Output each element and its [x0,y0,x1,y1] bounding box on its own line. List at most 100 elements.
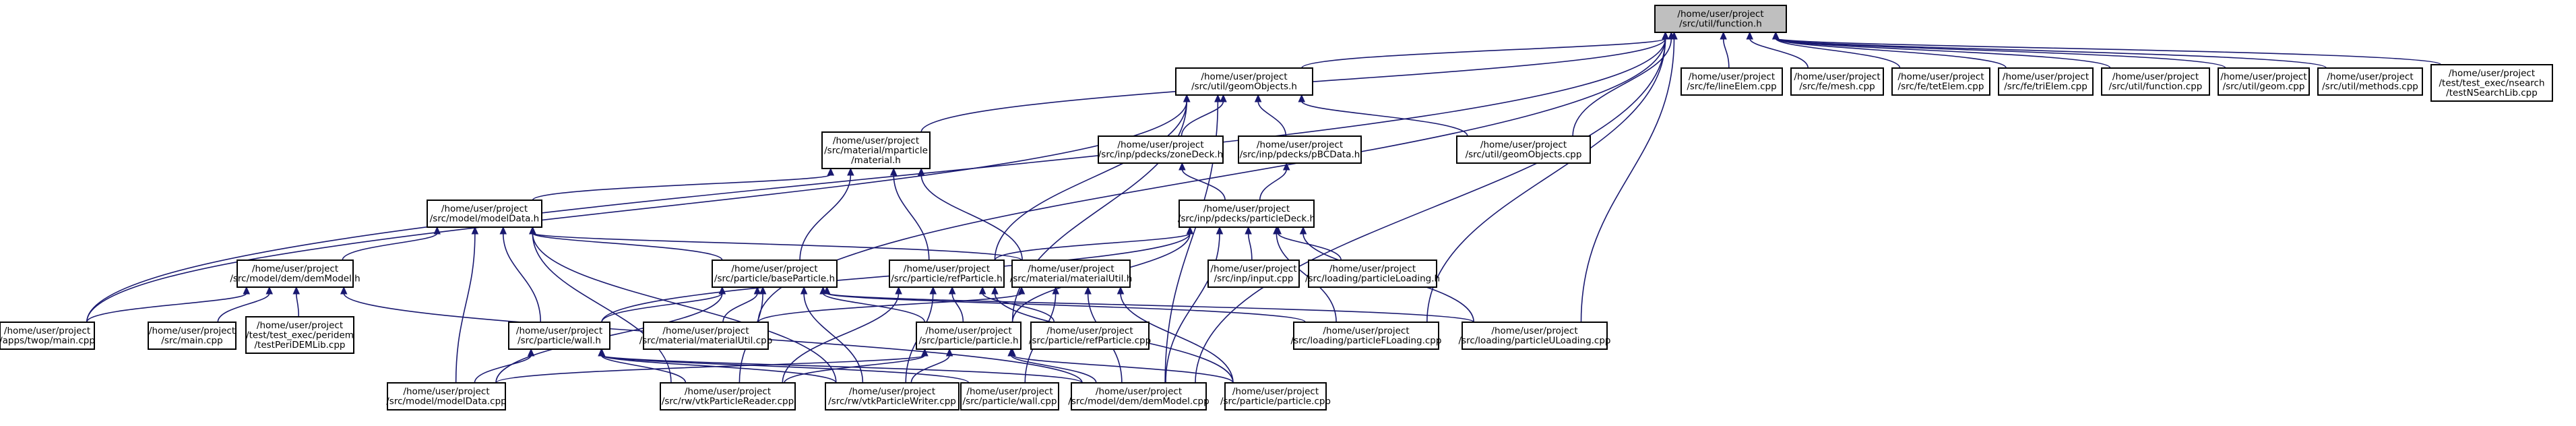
node-label-line: /home/user/project [403,386,489,397]
node-label-line: /testNSearchLib.cpp [2446,88,2538,98]
node-label-line: /home/user/project [1897,71,1984,82]
node-label-line: /src/fe/tetElem.cpp [1898,82,1984,92]
node-label-line: /src/util/geomObjects.h [1191,82,1297,92]
node-modelData-cpp[interactable]: /home/user/project/src/model/modelData.c… [386,382,507,410]
node-label-line: /home/user/project [516,326,602,336]
node-utilFunction-cpp[interactable]: /home/user/project/src/util/function.cpp [2101,67,2210,96]
node-label-line: /home/user/project [904,264,990,274]
edge-arrowhead [1179,162,1186,171]
node-geomObjects-h[interactable]: /home/user/project/src/util/geomObjects.… [1175,67,1313,96]
node-vtkParticleWriter-cpp[interactable]: /home/user/project/src/rw/vtkParticleWri… [825,382,960,410]
node-label-line: /src/material/mparticle [824,145,928,156]
node-feTriElem-cpp[interactable]: /home/user/project/src/fe/triElem.cpp [1998,67,2094,96]
edge-arrowhead [1009,348,1016,357]
node-label-line: /src/util/geom.cpp [2223,82,2305,92]
node-label-line: /home/user/project [1323,326,1409,336]
node-material-h[interactable]: /home/user/project/src/material/mparticl… [821,131,931,169]
node-label-line: /testPeriDEMLib.cpp [254,340,345,351]
node-particleDeck-h[interactable]: /home/user/project/src/inp/pdecks/partic… [1178,200,1315,228]
node-testNSearch-cpp[interactable]: /home/user/project/test/test_exec/nsearc… [2430,64,2553,102]
node-geomObjects-cpp[interactable]: /home/user/project/src/util/geomObjects.… [1456,135,1591,164]
node-box [1071,382,1207,410]
node-feLineElem-cpp[interactable]: /home/user/project/src/fe/lineElem.cpp [1680,67,1783,96]
edge-arrowhead [921,348,929,357]
node-label-line: /home/user/project [149,326,235,336]
node-box [1654,5,1787,33]
node-box [2430,64,2553,102]
node-refParticle-h[interactable]: /home/user/project/src/particle/refParti… [889,260,1005,288]
node-box [1456,135,1591,164]
node-materialUtil-cpp[interactable]: /home/user/project/src/material/material… [639,322,773,350]
edge-demModel-cpp-to-function-h [1195,38,1666,384]
node-refParticle-cpp[interactable]: /home/user/project/src/particle/refParti… [1029,322,1151,350]
node-label-line: /home/user/project [2112,71,2199,82]
node-materialUtil-h[interactable]: /home/user/project/src/material/material… [1010,260,1133,288]
node-vtkParticleReader-cpp[interactable]: /home/user/project/src/rw/vtkParticleRea… [660,382,796,410]
node-label-line: /home/user/project [441,204,528,214]
node-twopMain-cpp[interactable]: /home/user/project/apps/twop/main.cpp [0,322,95,350]
node-particleLoading-h[interactable]: /home/user/project/src/loading/particleL… [1305,260,1440,288]
edge-arrowhead [991,286,999,295]
node-function-h[interactable]: /home/user/project/src/util/function.h [1654,5,1787,33]
node-zoneDeck-h[interactable]: /home/user/project/src/inp/pdecks/zoneDe… [1098,135,1224,164]
node-box [1891,67,1990,96]
node-baseParticle-h[interactable]: /home/user/project/src/particle/basePart… [712,260,838,288]
edge-demModel-cpp-to-particleDeck-h [1165,233,1220,384]
node-box [1680,67,1783,96]
node-particle-h[interactable]: /home/user/project/src/particle/particle… [916,322,1022,350]
node-input-cpp[interactable]: /home/user/project/src/inp/input.cpp [1207,260,1300,288]
node-label-line: /src/material/materialUtil.cpp [639,336,773,346]
node-label-line: /src/loading/particleFLoading.cpp [1291,336,1442,346]
node-wall-h[interactable]: /home/user/project/src/particle/wall.h [508,322,610,350]
node-utilMethods-cpp[interactable]: /home/user/project/src/util/methods.cpp [2317,67,2423,96]
edge-arrowhead [1245,226,1252,235]
node-label-line: /home/user/project [1232,386,1319,397]
edges-layer [86,31,2442,384]
node-demModel-cpp[interactable]: /home/user/project/src/model/dem/demMode… [1068,382,1210,410]
node-pBCData-h[interactable]: /home/user/project/src/inp/pdecks/pBCDat… [1238,135,1362,164]
edge-arrowhead [1117,286,1125,295]
edge-particleULoading-cpp-to-function-h [1580,38,1675,323]
node-label-line: /home/user/project [1491,326,1577,336]
edge-demModel-h-to-modelData-h [342,233,438,261]
edge-particleULoading-cpp-to-baseParticle-h [826,293,1474,323]
node-label-line: /test/test_exec/nsearch [2439,78,2544,88]
node-demModel-h[interactable]: /home/user/project/src/model/dem/demMode… [230,260,360,288]
edge-geomObjects-h-to-function-h [1300,38,1666,69]
node-particleULoading-cpp[interactable]: /home/user/project/src/loading/particleU… [1459,322,1611,350]
node-label-line: /home/user/project [731,264,817,274]
node-testPeriDEMLib-cpp[interactable]: /home/user/project/test/test_exec/peride… [245,316,354,354]
node-label-line: /src/rw/vtkParticleReader.cpp [662,396,794,407]
edge-materialUtil-cpp-to-baseParticle-h [722,293,758,323]
node-box [916,322,1022,350]
node-label-line: /src/rw/vtkParticleWriter.cpp [828,396,956,407]
node-box [1207,260,1300,288]
node-wall-cpp[interactable]: /home/user/project/src/particle/wall.cpp [960,382,1059,410]
edge-arrowhead [800,286,808,295]
node-label-line: /home/user/project [2449,68,2535,79]
node-feTetElem-cpp[interactable]: /home/user/project/src/fe/tetElem.cpp [1891,67,1990,96]
edge-geomObjects-cpp-to-function-h [1572,38,1672,137]
edge-zoneDeck-h-to-geomObjects-h [1181,100,1224,137]
edge-feTriElem-cpp-to-function-h [1775,38,2007,69]
edge-arrowhead [1670,31,1678,40]
node-label-line: /src/util/function.h [1679,19,1762,30]
edge-arrowhead [1214,94,1222,102]
node-label-line: /home/user/project [1689,71,1775,82]
edge-vtkParticleReader-cpp-to-modelData-h [532,233,672,384]
node-label-line: /apps/twop/main.cpp [0,336,95,346]
edge-geomObjects-cpp-to-geomObjects-h [1300,100,1468,137]
node-label-line: /home/user/project [1794,71,1880,82]
node-box [387,382,506,410]
node-label-line: /src/inp/input.cpp [1214,274,1294,284]
edge-refParticle-h-to-material-h [893,174,930,261]
node-box [712,260,838,288]
edge-arrowhead [929,286,937,295]
node-utilGeom-cpp[interactable]: /home/user/project/src/util/geom.cpp [2218,67,2310,96]
edge-particleFLoading-cpp-to-particleDeck-h [1276,233,1337,323]
node-feMesh-cpp[interactable]: /home/user/project/src/fe/mesh.cpp [1790,67,1884,96]
node-srcMain-cpp[interactable]: /home/user/project/src/main.cpp [148,322,237,350]
node-particleFLoading-cpp[interactable]: /home/user/project/src/loading/particleF… [1291,322,1442,350]
node-particle-cpp[interactable]: /home/user/project/src/particle/particle… [1220,382,1331,410]
node-modelData-h[interactable]: /home/user/project/src/model/modelData.h [427,200,542,228]
